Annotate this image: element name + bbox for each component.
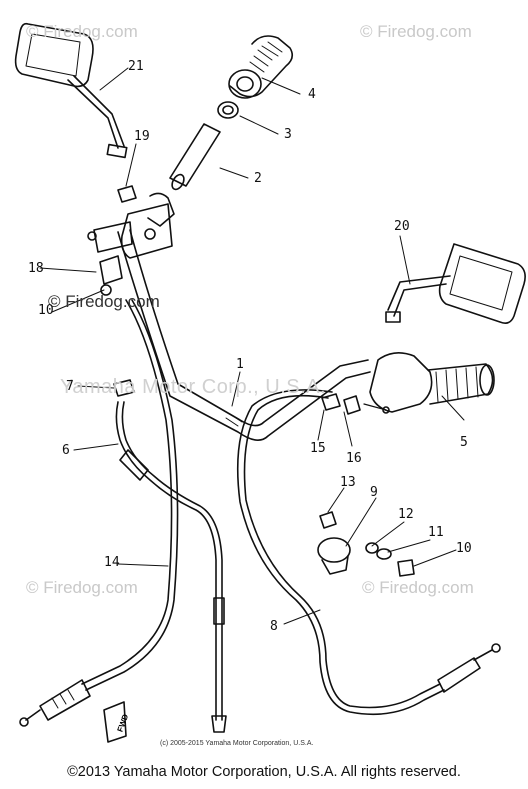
callout-leaders [39,67,465,625]
cable-part-14 [19,299,179,727]
cable-part-8 [236,389,501,716]
collar-part [217,101,239,119]
watermark-bottom-right: © Firedog.com [362,578,474,597]
callout-10-left: 10 [38,303,54,318]
clamp-part-9 [317,537,351,575]
nut-part-19 [117,185,137,203]
watermark-top-right: © Firedog.com [360,22,472,41]
fwd-label: FWD [116,713,131,733]
cable-part-6 [115,401,227,733]
callout-21: 21 [128,59,144,74]
callout-5: 5 [460,435,468,450]
lever-bracket-part [87,192,175,296]
callout-18: 18 [28,261,44,276]
callout-1: 1 [236,357,244,372]
watermark-mid-left: © Firedog.com [48,292,160,311]
throttle-grip-part [228,35,294,99]
inner-copyright: (c) 2005-2015 Yamaha Motor Corporation, … [160,740,314,747]
throttle-sleeve-part [169,123,221,191]
callout-13: 13 [340,475,356,490]
callout-16: 16 [346,451,362,466]
callout-8: 8 [270,619,278,634]
callout-6: 6 [62,443,70,458]
callout-4: 4 [308,87,316,102]
footer-copyright: ©2013 Yamaha Motor Corporation, U.S.A. A… [67,764,461,780]
callout-15: 15 [310,441,326,456]
callout-3: 3 [284,127,292,142]
watermark-top-left: © Firedog.com [26,22,138,41]
handlebar-part [117,229,371,441]
callout-19: 19 [134,129,150,144]
nut-part-13 [319,511,337,529]
right-grip-part [369,352,495,413]
screw-parts-15-16 [321,393,390,415]
right-mirror-part [385,243,526,324]
forward-arrow-icon [103,701,127,743]
callout-20: 20 [394,219,410,234]
callout-10: 10 [456,541,472,556]
callout-9: 9 [370,485,378,500]
callout-14: 14 [104,555,120,570]
callout-7: 7 [66,379,74,394]
washer-part-12 [365,542,379,554]
callout-11: 11 [428,525,444,540]
washer-part-11 [376,548,392,560]
watermark-band: Yamaha Motor Corp., U.S.A. [60,376,327,398]
screw-part-7 [113,379,135,397]
watermark-bottom-left: © Firedog.com [26,578,138,597]
left-mirror-part [14,22,128,159]
callout-12: 12 [398,507,414,522]
callout-2: 2 [254,171,262,186]
bolt-part-10 [397,559,415,577]
